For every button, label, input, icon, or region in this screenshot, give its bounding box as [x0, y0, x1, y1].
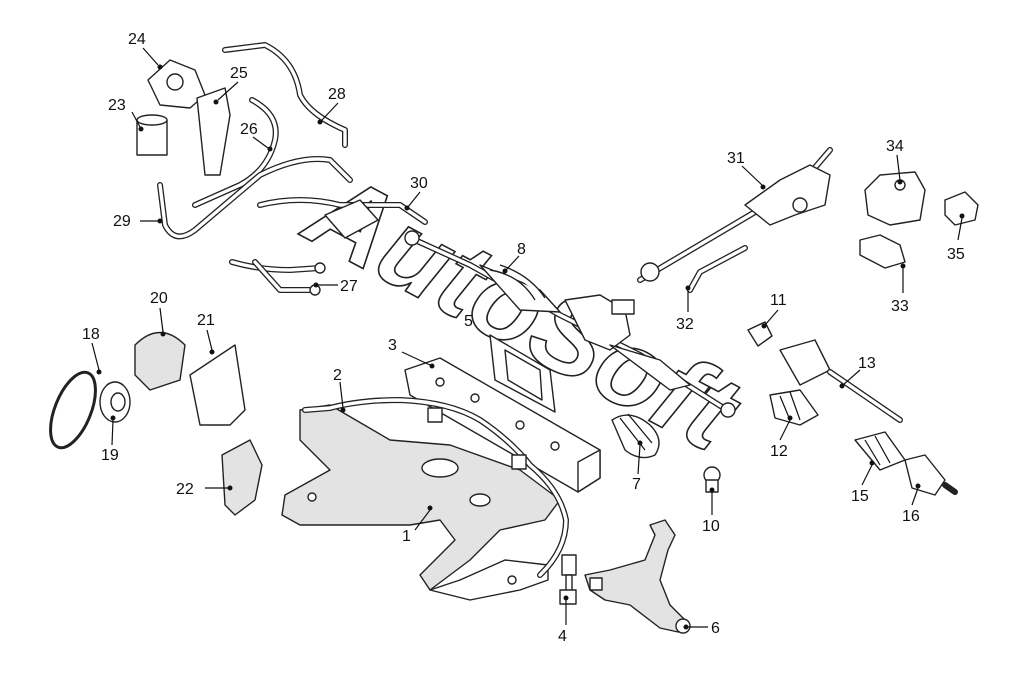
part-7-rack-boot [611, 413, 660, 459]
part-25-bracket [196, 87, 231, 176]
callout-1: 1 [402, 528, 411, 545]
part-15-cv-boot [854, 431, 906, 471]
callout-4: 4 [558, 628, 567, 645]
callout-13: 13 [858, 355, 876, 372]
part-2-stabilizer-bar [302, 397, 569, 578]
part-8-steering-rack [404, 230, 736, 418]
part-22-bracket [221, 439, 263, 516]
callout-16: 16 [902, 508, 920, 525]
callout-12: 12 [770, 443, 788, 460]
callout-30: 30 [410, 175, 428, 192]
part-21-bracket [189, 344, 246, 426]
part-35-module [944, 191, 979, 226]
callout-23: 23 [108, 97, 126, 114]
callout-8: 8 [517, 241, 526, 258]
callout-10: 10 [702, 518, 720, 535]
part-28-pipe [222, 42, 348, 148]
callout-19: 19 [101, 447, 119, 464]
callout-2: 2 [333, 367, 342, 384]
part-23-reservoir [136, 114, 168, 156]
part-30-pipe [257, 197, 428, 239]
callout-18: 18 [82, 326, 100, 343]
callout-3: 3 [388, 337, 397, 354]
callout-33: 33 [891, 298, 909, 315]
callout-35: 35 [947, 246, 965, 263]
part-1-subframe [281, 404, 561, 601]
part-33-bracket [859, 234, 906, 269]
leader-lines [91, 47, 965, 630]
callout-11: 11 [770, 292, 787, 309]
part-13-axle [779, 339, 903, 423]
part-16-cv-joint [904, 454, 958, 496]
callout-24: 24 [128, 31, 146, 48]
part-18-belt [49, 370, 97, 450]
part-29-hose [157, 156, 353, 240]
part-34-module [864, 171, 926, 226]
callout-5: 5 [464, 313, 473, 330]
part-3-crossmember [404, 357, 601, 493]
callout-31: 31 [727, 150, 745, 167]
callout-7: 7 [632, 476, 641, 493]
part-6-control-arm [584, 519, 691, 634]
part-12-cv-boot [769, 389, 819, 426]
part-26-hose [192, 97, 279, 208]
callout-27: 27 [340, 278, 358, 295]
callout-20: 20 [150, 290, 168, 307]
callout-26: 26 [240, 121, 258, 138]
callout-29: 29 [113, 213, 131, 230]
part-27-pipes [229, 259, 326, 296]
part-11-fitting [747, 321, 773, 347]
callout-labels: 1 2 3 4 5 6 7 8 10 11 12 13 15 16 18 19 … [82, 31, 965, 645]
part-31-steering-column [637, 147, 833, 283]
callout-28: 28 [328, 86, 346, 103]
callout-15: 15 [851, 488, 869, 505]
part-19-pulley [99, 381, 131, 423]
callout-32: 32 [676, 316, 694, 333]
part-4-link [559, 554, 577, 605]
callout-21: 21 [197, 312, 215, 329]
callout-25: 25 [230, 65, 248, 82]
part-20-bracket [134, 331, 186, 391]
part-5-bracket [489, 334, 556, 413]
callout-6: 6 [711, 620, 720, 637]
part-32-rod [687, 245, 748, 293]
callout-34: 34 [886, 138, 904, 155]
callout-22: 22 [176, 481, 194, 498]
part-24-pump [147, 59, 206, 109]
